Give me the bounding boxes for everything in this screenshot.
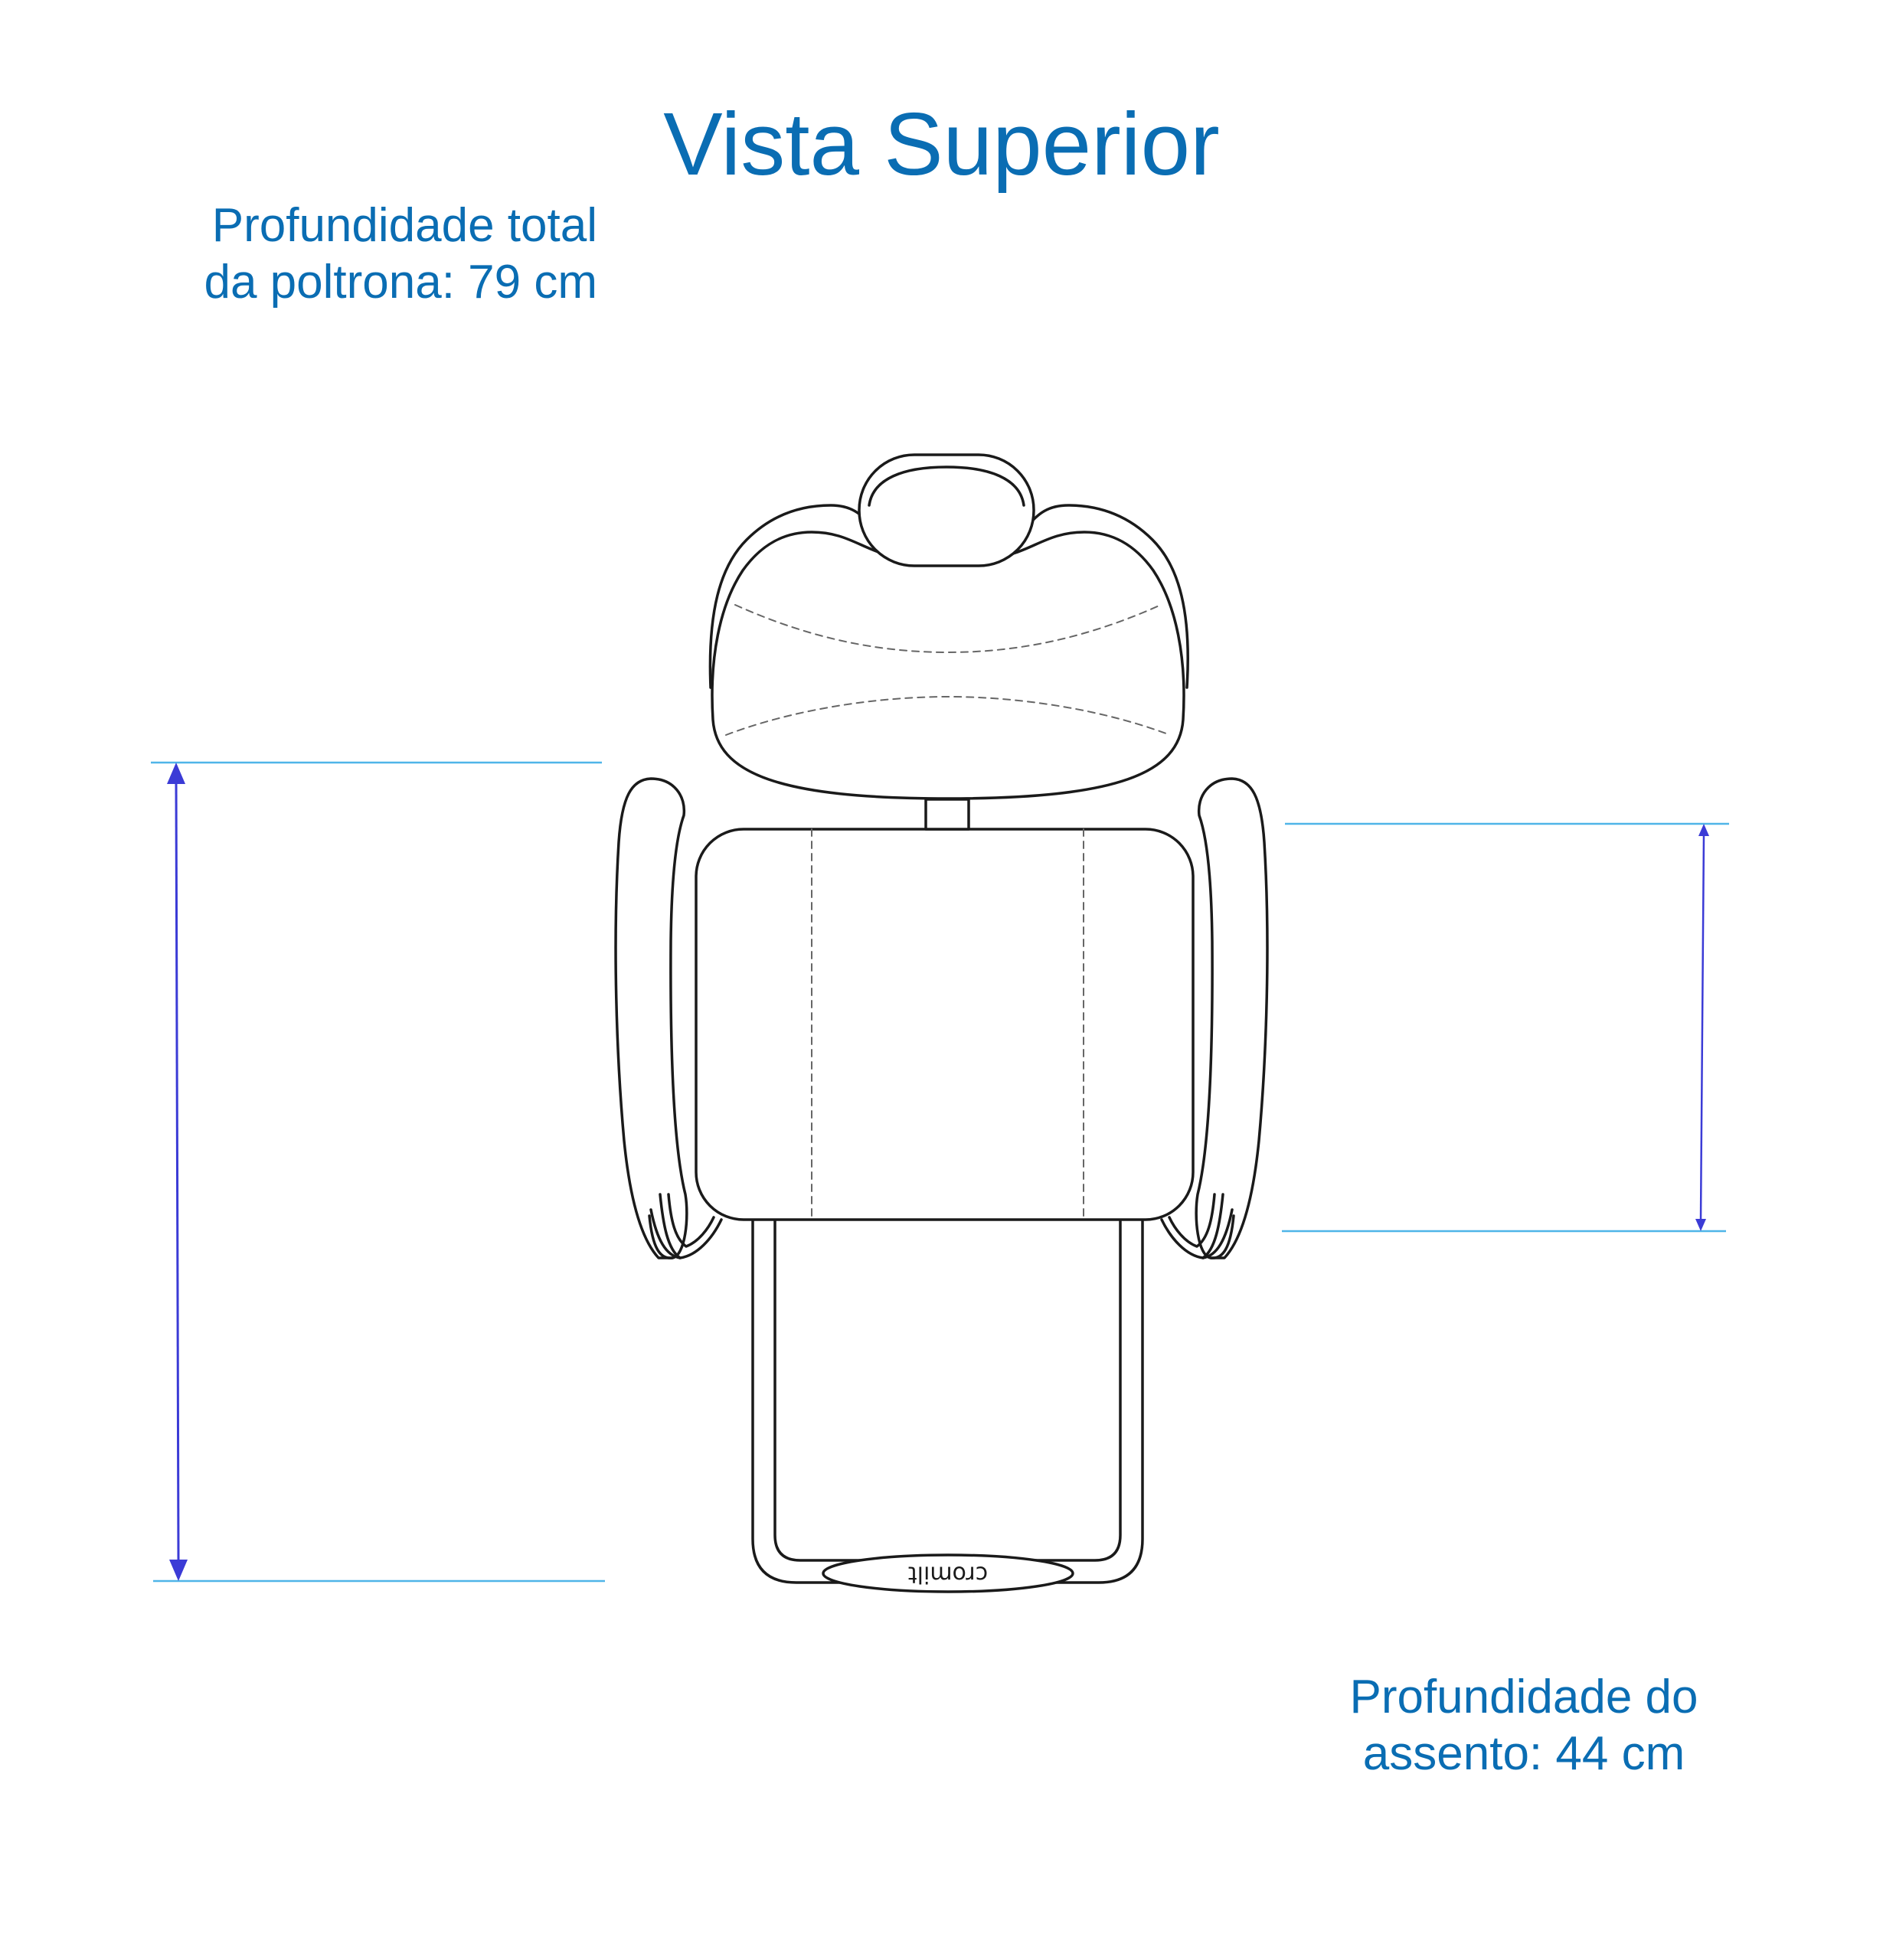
total-depth-label-line1: Profundidade total	[211, 199, 597, 252]
backrest-cushion	[711, 531, 1185, 800]
chair	[614, 453, 1269, 1593]
chair-base-frame-outer	[751, 1220, 1144, 1584]
total-depth-arrow-down-icon	[169, 1560, 188, 1581]
right-armrest-base-3	[1201, 1208, 1234, 1259]
right-armrest-base-2	[1168, 1193, 1216, 1248]
left-armrest-base-3	[649, 1208, 682, 1259]
page-title: Vista Superior	[663, 94, 1220, 194]
seat-depth-label: Profundidade do assento: 44 cm	[1294, 1669, 1754, 1782]
seat-depth-arrow-up-icon	[1698, 824, 1709, 836]
seat-depth-arrow-line	[1699, 834, 1705, 1221]
seat-depth-label-line2: assento: 44 cm	[1362, 1727, 1685, 1780]
seat-cushion	[695, 828, 1195, 1221]
right-armrest	[1195, 777, 1269, 1259]
total-depth-label-line2: da poltrona: 79 cm	[204, 256, 597, 309]
chair-base-frame-inner	[773, 1220, 1122, 1562]
seat-depth-dimension	[1282, 822, 1729, 1233]
left-armrest-base-2	[667, 1193, 715, 1248]
right-armrest-base-4	[1209, 1214, 1235, 1259]
seat-depth-arrow-down-icon	[1695, 1219, 1706, 1231]
backrest-stitch-lower	[725, 696, 1171, 736]
backrest-connector	[924, 798, 970, 831]
seat-depth-label-line1: Profundidade do	[1349, 1671, 1698, 1723]
total-depth-arrow-up-icon	[167, 763, 185, 784]
brand-logo-text: cromilt	[908, 1561, 988, 1588]
backrest-stitch-upper	[734, 604, 1162, 653]
headrest	[858, 453, 1035, 567]
left-armrest	[614, 777, 688, 1259]
total-depth-label: Profundidade total da poltrona: 79 cm	[138, 198, 597, 311]
total-depth-dimension	[151, 761, 605, 1583]
chair-footrest-plate	[822, 1553, 1074, 1593]
total-depth-arrow-line	[175, 782, 180, 1561]
left-armrest-base-4	[648, 1214, 674, 1259]
headrest-rim	[868, 466, 1025, 507]
